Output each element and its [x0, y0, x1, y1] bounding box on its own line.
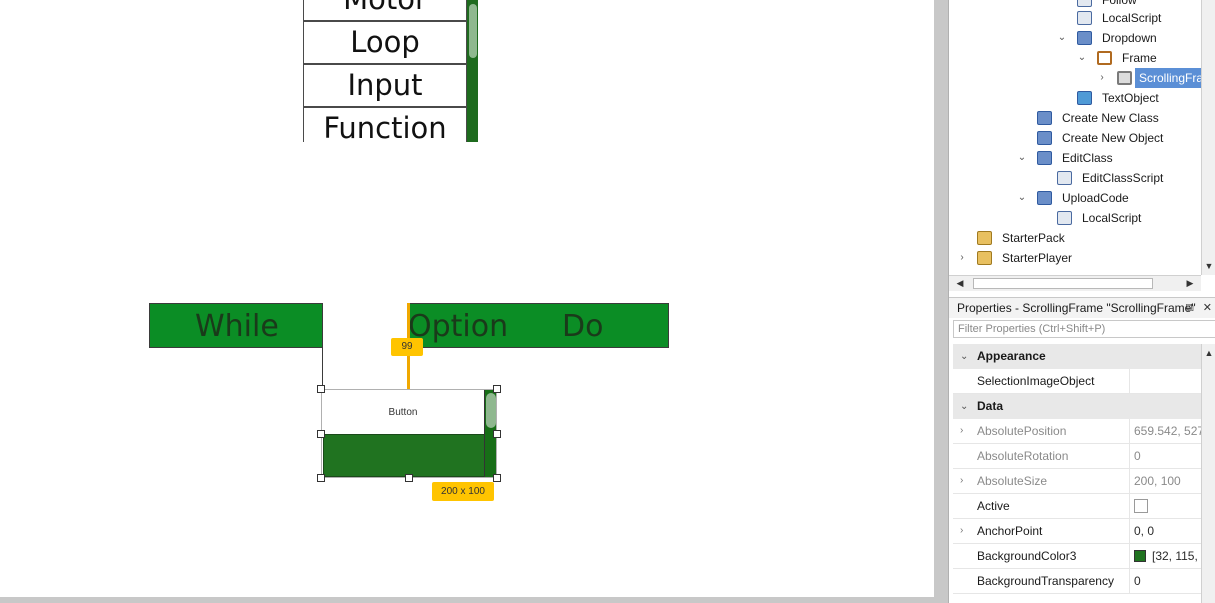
resize-handle-bottom[interactable] — [405, 474, 413, 482]
prop-row-absolute-size[interactable]: › AbsoluteSize 200, 100 — [953, 469, 1201, 494]
screengui-icon — [1037, 111, 1052, 125]
chevron-right-icon[interactable]: › — [960, 475, 964, 486]
starterpack-icon — [977, 231, 992, 245]
explorer-vertical-scrollbar[interactable]: ▼ — [1201, 0, 1215, 275]
resize-handle-left[interactable] — [317, 430, 325, 438]
dropdown-list: Motor Loop Input Function — [303, 0, 478, 142]
chevron-right-icon[interactable]: › — [960, 525, 964, 536]
prop-row-background-transparency[interactable]: BackgroundTransparency 0 — [953, 569, 1201, 594]
explorer-horizontal-scrollbar[interactable]: ◀ ▶ — [949, 275, 1201, 291]
moduleobject-icon — [1077, 91, 1092, 105]
active-value — [1129, 494, 1201, 519]
prop-row-anchor-point[interactable]: › AnchorPoint 0, 0 — [953, 519, 1201, 544]
scroll-down-icon[interactable]: ▼ — [1204, 261, 1214, 271]
chevron-right-icon[interactable]: › — [1100, 72, 1104, 83]
localscript-icon — [1057, 171, 1072, 185]
frame-green-area — [323, 434, 486, 477]
screengui-icon — [1037, 151, 1052, 165]
screengui-icon — [1037, 131, 1052, 145]
selected-scrolling-frame[interactable]: Button — [321, 389, 497, 478]
dropdown-scroll-thumb[interactable] — [469, 4, 477, 58]
resize-handle-top-right[interactable] — [493, 385, 501, 393]
prop-row-selection-image-object[interactable]: SelectionImageObject — [953, 369, 1201, 394]
prop-row-absolute-position[interactable]: › AbsolutePosition 659.542, 527... — [953, 419, 1201, 444]
properties-vertical-scrollbar[interactable]: ▲ — [1201, 344, 1215, 603]
scroll-left-icon[interactable]: ◀ — [956, 278, 964, 288]
while-label: While — [195, 309, 279, 344]
screengui-icon — [1077, 31, 1092, 45]
resize-handle-bottom-right[interactable] — [493, 474, 501, 482]
do-label: Do — [562, 309, 604, 344]
chevron-down-icon[interactable]: ⌄ — [1077, 52, 1087, 63]
chevron-down-icon[interactable]: ⌄ — [1017, 152, 1027, 163]
scroll-up-icon[interactable]: ▲ — [1204, 348, 1214, 358]
size-badge: 200 x 100 — [432, 482, 494, 501]
filter-properties-input[interactable]: Filter Properties (Ctrl+Shift+P) — [953, 320, 1215, 338]
chevron-down-icon: ⌄ — [960, 351, 969, 362]
scroll-right-icon[interactable]: ▶ — [1186, 278, 1194, 288]
close-icon[interactable]: ✕ — [1202, 302, 1212, 314]
color-swatch[interactable] — [1134, 550, 1146, 562]
dropdown-scrollbar[interactable] — [467, 0, 478, 142]
chevron-down-icon[interactable]: ⌄ — [1057, 32, 1067, 43]
script-icon — [1077, 0, 1092, 7]
header-icons: ⧉ ✕ — [1186, 298, 1212, 318]
panel-splitter[interactable] — [934, 0, 948, 603]
prop-row-active[interactable]: Active — [953, 494, 1201, 519]
explorer-panel: Follow LocalScript ⌄ Dropdown ⌄ Frame › … — [949, 0, 1215, 292]
localscript-icon — [1057, 211, 1072, 225]
right-panel: Follow LocalScript ⌄ Dropdown ⌄ Frame › … — [948, 0, 1215, 603]
resize-handle-right[interactable] — [493, 430, 501, 438]
frame-scrollbar[interactable] — [484, 389, 497, 478]
dropdown-item-function[interactable]: Function — [303, 107, 467, 142]
chevron-down-icon[interactable]: ⌄ — [1017, 192, 1027, 203]
viewport[interactable]: Motor Loop Input Function While Option D… — [0, 0, 934, 603]
properties-table: ⌄ Appearance SelectionImageObject ⌄ Data… — [953, 344, 1201, 603]
explorer-hscroll-thumb[interactable] — [973, 278, 1153, 289]
prop-row-background-color3[interactable]: BackgroundColor3 [32, 115, 2 — [953, 544, 1201, 569]
resize-handle-bottom-left[interactable] — [317, 474, 325, 482]
dropdown-item-loop[interactable]: Loop — [303, 21, 467, 64]
prop-row-absolute-rotation[interactable]: AbsoluteRotation 0 — [953, 444, 1201, 469]
option-label: Option — [408, 309, 509, 344]
chevron-right-icon[interactable]: › — [960, 252, 964, 263]
viewport-border — [0, 597, 934, 603]
active-checkbox[interactable] — [1134, 499, 1148, 513]
distance-badge: 99 — [391, 338, 423, 356]
properties-title: Properties - ScrollingFrame "ScrollingFr… — [957, 301, 1196, 315]
frame-button[interactable]: Button — [321, 389, 485, 434]
tree-item-scrollingframe[interactable]: › ScrollingFra — [1097, 68, 1205, 88]
localscript-icon — [1077, 11, 1092, 25]
resize-handle-top-left[interactable] — [317, 385, 325, 393]
background-color3-value[interactable]: [32, 115, 2 — [1129, 544, 1201, 569]
section-data[interactable]: ⌄ Data — [953, 394, 1201, 419]
scrollingframe-icon — [1117, 71, 1132, 85]
chevron-down-icon: ⌄ — [960, 401, 969, 412]
properties-header: Properties - ScrollingFrame "ScrollingFr… — [949, 297, 1215, 318]
dropdown-item-motor[interactable]: Motor — [303, 0, 467, 21]
section-appearance[interactable]: ⌄ Appearance — [953, 344, 1201, 369]
chevron-right-icon[interactable]: › — [960, 425, 964, 436]
frame-icon — [1097, 51, 1112, 65]
screengui-icon — [1037, 191, 1052, 205]
frame-scroll-thumb[interactable] — [486, 393, 496, 428]
starterplayer-icon — [977, 251, 992, 265]
dock-icon[interactable]: ⧉ — [1185, 302, 1194, 314]
dropdown-item-input[interactable]: Input — [303, 64, 467, 107]
